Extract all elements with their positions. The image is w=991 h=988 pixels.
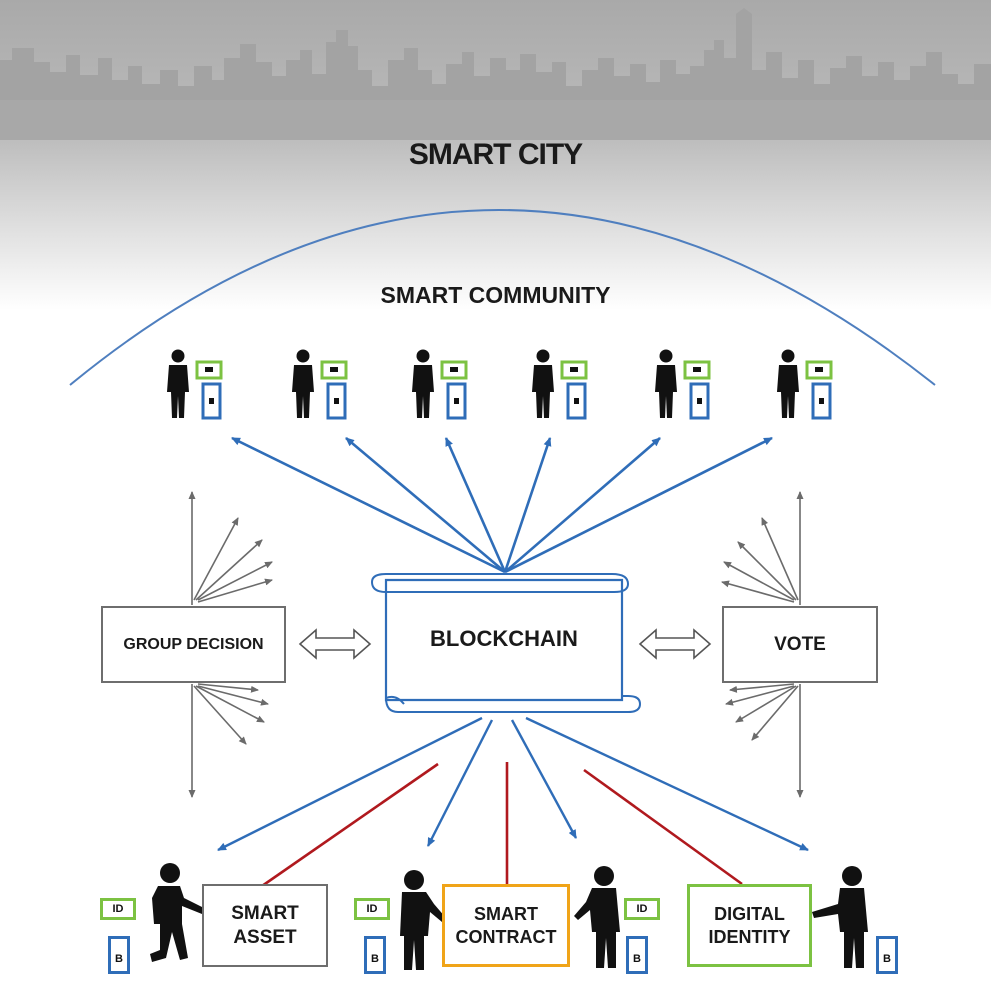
person-icon bbox=[167, 349, 189, 418]
vote-fan-arrows bbox=[721, 491, 804, 798]
smart-contract-line2: CONTRACT bbox=[455, 926, 557, 947]
double-arrow-icon bbox=[298, 628, 372, 660]
person-icon bbox=[777, 349, 799, 418]
community-member-1 bbox=[167, 349, 223, 420]
arrow-to-smart-contract-left bbox=[426, 719, 494, 847]
community-member-5 bbox=[655, 349, 711, 420]
group-decision-fan-arrows bbox=[188, 491, 273, 798]
blockchain-to-people-arrows bbox=[231, 436, 773, 574]
arrow-to-person-4 bbox=[503, 437, 552, 573]
arrow-to-person-3 bbox=[444, 437, 507, 573]
blockchain-to-services-arrows bbox=[217, 716, 809, 852]
community-dome-arc bbox=[69, 209, 936, 386]
person-icon bbox=[292, 349, 314, 418]
arrow-to-smart-contract-right bbox=[510, 719, 578, 839]
services-to-blockchain-links bbox=[261, 762, 743, 888]
arrow-to-person-2 bbox=[345, 437, 506, 573]
person-icon bbox=[412, 349, 434, 418]
blockchain-label: BLOCKCHAIN bbox=[430, 626, 578, 651]
blockchain-scroll-icon bbox=[371, 573, 642, 713]
community-members bbox=[167, 349, 833, 420]
b-device-icon: B bbox=[876, 936, 898, 974]
b-device-icon: B bbox=[626, 936, 648, 974]
group-decision-box: GROUP DECISION bbox=[101, 606, 286, 683]
digital-identity-box: DIGITAL IDENTITY bbox=[687, 884, 812, 967]
vote-label: VOTE bbox=[774, 633, 826, 655]
double-arrow-icon bbox=[638, 628, 712, 660]
smart-asset-line1: SMART bbox=[231, 902, 299, 924]
person-icon bbox=[150, 863, 204, 962]
sky-band bbox=[0, 0, 991, 310]
arrow-to-person-1 bbox=[231, 436, 506, 574]
person-icon bbox=[400, 870, 446, 970]
person-icon bbox=[812, 866, 868, 968]
arrow-to-smart-asset bbox=[217, 716, 483, 852]
smart-contract-line1: SMART bbox=[474, 904, 538, 924]
person-icon bbox=[574, 866, 620, 968]
community-member-4 bbox=[532, 349, 588, 420]
link-smart-asset bbox=[261, 762, 439, 888]
id-card-icon: ID bbox=[624, 898, 660, 920]
arrow-to-person-6 bbox=[504, 436, 773, 574]
digital-identity-line2: IDENTITY bbox=[708, 926, 791, 947]
arrow-to-digital-identity bbox=[525, 716, 809, 852]
person-icon bbox=[655, 349, 677, 418]
digital-identity-line1: DIGITAL bbox=[714, 904, 785, 924]
smart-contract-box: SMART CONTRACT bbox=[442, 884, 570, 967]
id-card-icon: ID bbox=[354, 898, 390, 920]
group-decision-label: GROUP DECISION bbox=[123, 635, 264, 653]
arrow-to-person-5 bbox=[504, 437, 661, 573]
smart-community-label: SMART COMMUNITY bbox=[380, 282, 611, 308]
smart-city-title: SMART CITY bbox=[408, 138, 583, 171]
community-member-3 bbox=[412, 349, 468, 420]
community-member-6 bbox=[777, 349, 833, 420]
id-card-icon: ID bbox=[100, 898, 136, 920]
community-member-2 bbox=[292, 349, 348, 420]
smart-asset-line2: ASSET bbox=[233, 926, 297, 948]
link-digital-identity bbox=[583, 768, 743, 886]
skyline-silhouette bbox=[0, 8, 991, 110]
person-icon bbox=[532, 349, 554, 418]
vote-box: VOTE bbox=[722, 606, 878, 683]
smart-asset-box: SMART ASSET bbox=[202, 884, 328, 967]
b-device-icon: B bbox=[364, 936, 386, 974]
skyline-base bbox=[0, 100, 991, 140]
b-device-icon: B bbox=[108, 936, 130, 974]
